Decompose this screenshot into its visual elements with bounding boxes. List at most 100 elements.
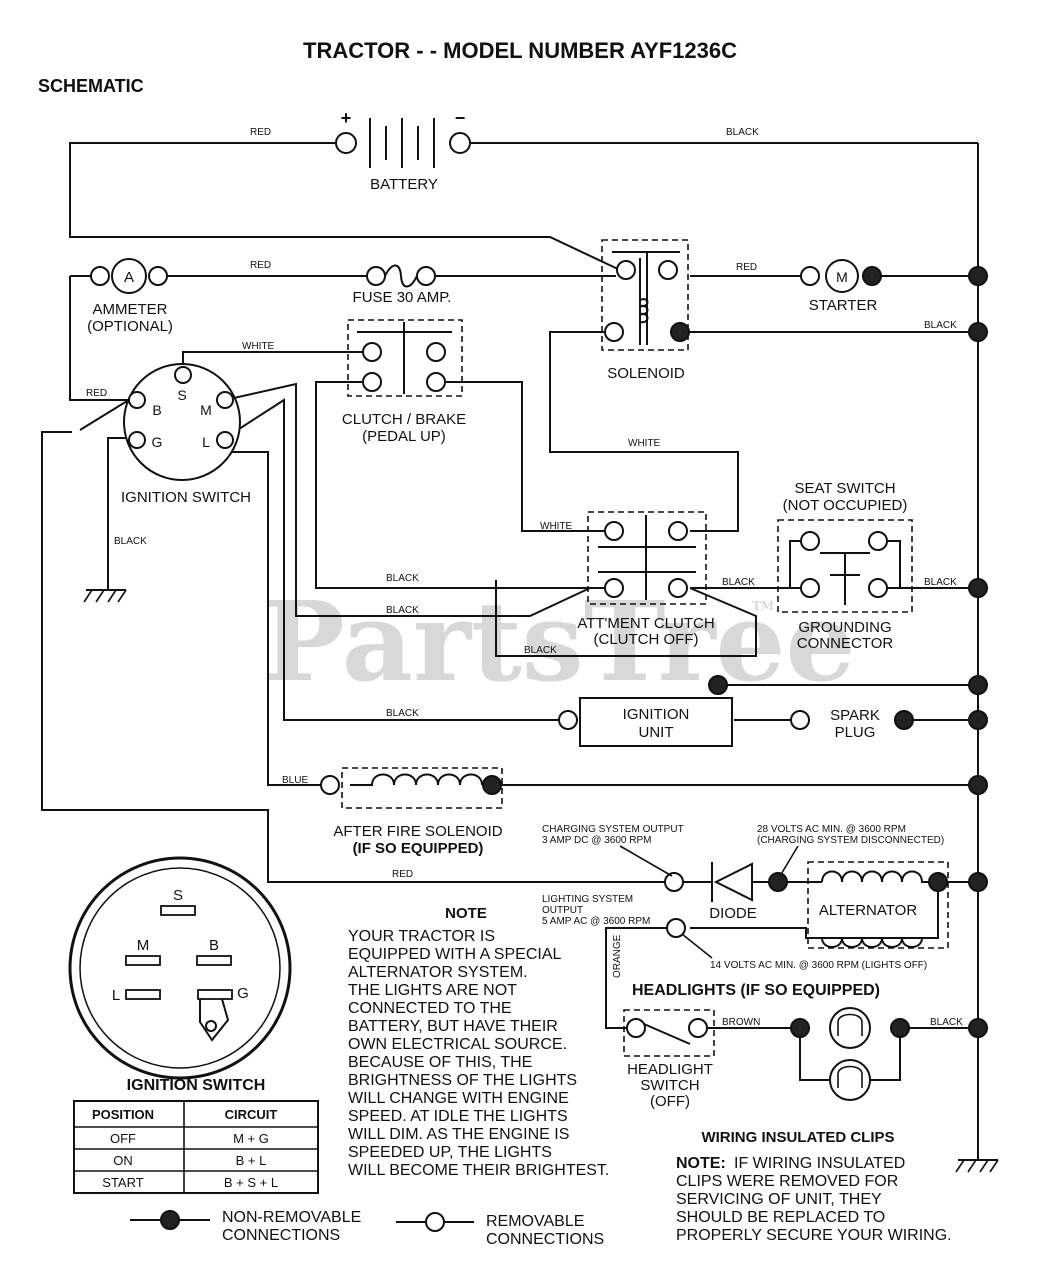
grounding-sublabel: CONNECTOR bbox=[797, 635, 894, 652]
note-line: THE LIGHTS ARE NOT bbox=[348, 982, 517, 999]
clips-line: SHOULD BE REPLACED TO bbox=[676, 1209, 885, 1226]
after-fire-solenoid: AFTER FIRE SOLENOID (IF SO EQUIPPED) bbox=[320, 767, 503, 857]
note-line: EQUIPPED WITH A SPECIAL bbox=[348, 946, 561, 963]
headlight-switch-label-1: HEADLIGHT bbox=[627, 1061, 713, 1078]
attachment-clutch-switch: ATT'MENT CLUTCH (CLUTCH OFF) bbox=[577, 511, 715, 648]
clutch-brake-sublabel: (PEDAL UP) bbox=[362, 428, 446, 445]
lighting-output-1: LIGHTING SYSTEM bbox=[542, 894, 633, 905]
grounding-label: GROUNDING bbox=[798, 619, 891, 636]
table-header-position: POSITION bbox=[92, 1107, 154, 1122]
after-fire-label: AFTER FIRE SOLENOID bbox=[333, 823, 502, 840]
terminal-b: B bbox=[152, 402, 161, 418]
detail-terminal-g: G bbox=[237, 985, 249, 1002]
ground-symbol bbox=[955, 1159, 999, 1173]
attment-clutch-sublabel: (CLUTCH OFF) bbox=[594, 631, 699, 648]
fuse: FUSE 30 AMP. bbox=[353, 264, 452, 306]
clips-note-label: NOTE: bbox=[676, 1155, 726, 1172]
table-header-circuit: CIRCUIT bbox=[225, 1107, 278, 1122]
spark-plug: SPARK PLUG bbox=[790, 707, 914, 741]
volts28-2: (CHARGING SYSTEM DISCONNECTED) bbox=[757, 835, 944, 846]
battery-minus: − bbox=[455, 108, 466, 128]
legend-non-removable-2: CONNECTIONS bbox=[222, 1227, 340, 1244]
ammeter-sublabel: (OPTIONAL) bbox=[87, 318, 173, 335]
wire-label-black: BLACK bbox=[524, 645, 557, 656]
table-cell: B + S + L bbox=[224, 1175, 278, 1190]
wiring-clips-note: WIRING INSULATED CLIPS NOTE: IF WIRING I… bbox=[676, 1129, 952, 1244]
wire-label-black: BLACK bbox=[386, 708, 419, 719]
clutch-brake-label: CLUTCH / BRAKE bbox=[342, 411, 466, 428]
lighting-output-3: 5 AMP AC @ 3600 RPM bbox=[542, 916, 650, 927]
terminal-l: L bbox=[202, 434, 210, 450]
wire-label-blue: BLUE bbox=[282, 775, 308, 786]
legend-removable-dot bbox=[425, 1212, 445, 1232]
headlights-label: HEADLIGHTS (IF SO EQUIPPED) bbox=[632, 982, 880, 999]
clips-line: CLIPS WERE REMOVED FOR bbox=[676, 1173, 898, 1190]
table-title: IGNITION SWITCH bbox=[127, 1077, 266, 1094]
wire-label-black: BLACK bbox=[386, 573, 419, 584]
note-line: BATTERY, BUT HAVE THEIR bbox=[348, 1018, 558, 1035]
headlight-switch-label-3: (OFF) bbox=[650, 1093, 690, 1110]
wire-label-red: RED bbox=[86, 388, 107, 399]
note-block: NOTE YOUR TRACTOR IS EQUIPPED WITH A SPE… bbox=[348, 905, 609, 1179]
note-line: YOUR TRACTOR IS bbox=[348, 928, 495, 945]
diode-label: DIODE bbox=[709, 905, 757, 922]
clips-line: SERVICING OF UNIT, THEY bbox=[676, 1191, 882, 1208]
ammeter-symbol: A bbox=[124, 269, 134, 286]
starter: M STARTER bbox=[800, 259, 882, 314]
spec-annotations: CHARGING SYSTEM OUTPUT 3 AMP DC @ 3600 R… bbox=[542, 824, 944, 971]
detail-terminal-s: S bbox=[173, 887, 183, 904]
table-cell: M + G bbox=[233, 1131, 269, 1146]
alternator-label: ALTERNATOR bbox=[819, 902, 918, 919]
wire-label-red: RED bbox=[736, 262, 757, 273]
legend-non-removable-1: NON-REMOVABLE bbox=[222, 1209, 361, 1226]
volts28-1: 28 VOLTS AC MIN. @ 3600 RPM bbox=[757, 824, 906, 835]
ignition-switch-schematic: S B M G L IGNITION SWITCH bbox=[121, 363, 251, 506]
ignition-switch-detail: S M B L G bbox=[68, 856, 292, 1080]
wire-label-black: BLACK bbox=[114, 536, 147, 547]
diode: DIODE bbox=[664, 862, 788, 922]
legend: NON-REMOVABLE CONNECTIONS REMOVABLE CONN… bbox=[130, 1209, 604, 1248]
ignition-switch-label: IGNITION SWITCH bbox=[121, 489, 251, 506]
terminal-m: M bbox=[200, 402, 212, 418]
headlight-switch-label-2: SWITCH bbox=[640, 1077, 699, 1094]
volts14: 14 VOLTS AC MIN. @ 3600 RPM (LIGHTS OFF) bbox=[710, 960, 927, 971]
wire-label-red: RED bbox=[392, 869, 413, 880]
wire-label-orange: ORANGE bbox=[612, 934, 623, 978]
wire-label-white: WHITE bbox=[540, 521, 573, 532]
wire-label-red: RED bbox=[250, 260, 271, 271]
note-line: BRIGHTNESS OF THE LIGHTS bbox=[348, 1072, 577, 1089]
battery-plus: + bbox=[341, 108, 352, 128]
wire-label-black: BLACK bbox=[930, 1017, 963, 1028]
ground-symbol bbox=[83, 589, 127, 603]
wire-label-brown: BROWN bbox=[722, 1017, 760, 1028]
terminal-s: S bbox=[177, 387, 186, 403]
ignition-unit: IGNITION UNIT bbox=[558, 675, 733, 747]
charging-output-2: 3 AMP DC @ 3600 RPM bbox=[542, 835, 651, 846]
table-cell: B + L bbox=[236, 1153, 267, 1168]
watermark-tm: TM bbox=[752, 599, 774, 613]
note-line: WILL CHANGE WITH ENGINE bbox=[348, 1090, 569, 1107]
wire-labels: RED BLACK RED RED BLACK WHITE RED WHITE … bbox=[86, 127, 963, 1028]
note-line: ALTERNATOR SYSTEM. bbox=[348, 964, 528, 981]
wire-label-red: RED bbox=[250, 127, 271, 138]
solenoid-label: SOLENOID bbox=[607, 365, 685, 382]
ammeter-label: AMMETER bbox=[93, 301, 168, 318]
detail-terminal-m: M bbox=[137, 937, 150, 954]
ammeter: A AMMETER (OPTIONAL) bbox=[87, 258, 173, 335]
lighting-output-terminal bbox=[666, 918, 686, 938]
seat-switch-sublabel: (NOT OCCUPIED) bbox=[783, 497, 908, 514]
spark-plug-label-1: SPARK bbox=[830, 707, 880, 724]
note-line: WILL BECOME THEIR BRIGHTEST. bbox=[348, 1162, 609, 1179]
terminal-g: G bbox=[152, 434, 163, 450]
spark-plug-label-2: PLUG bbox=[835, 724, 876, 741]
ignition-unit-label-1: IGNITION bbox=[623, 706, 690, 723]
wire-label-black: BLACK bbox=[722, 577, 755, 588]
fuse-label: FUSE 30 AMP. bbox=[353, 289, 452, 306]
note-line: CONNECTED TO THE bbox=[348, 1000, 512, 1017]
battery: + − BATTERY bbox=[335, 108, 471, 193]
clips-line: PROPERLY SECURE YOUR WIRING. bbox=[676, 1227, 952, 1244]
seat-switch-label: SEAT SWITCH bbox=[794, 480, 895, 497]
legend-non-removable-dot bbox=[160, 1210, 180, 1230]
note-heading: NOTE bbox=[445, 905, 487, 922]
